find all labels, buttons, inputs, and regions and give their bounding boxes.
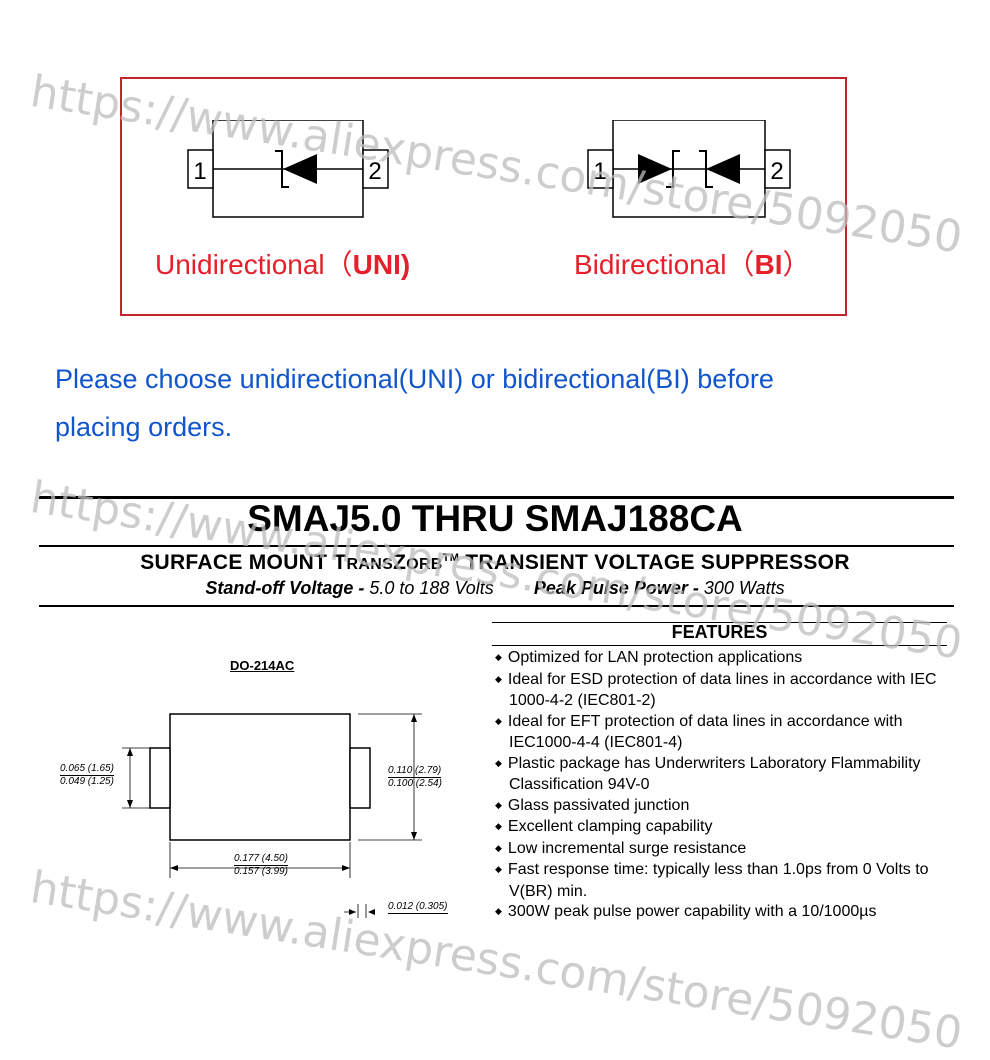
package-outline-drawing [122,713,422,918]
body-width-dim: 0.110 (2.79)0.100 (2.54) [388,765,442,789]
header-rule-top [39,496,954,499]
feature-item: Fast response time: typically less than … [495,860,955,902]
pin-1-label: 1 [593,158,606,185]
diode-triangle-icon [283,154,317,184]
lead-right [349,747,371,809]
pin-1-label: 1 [193,158,206,185]
feature-item: Ideal for EFT protection of data lines i… [495,712,955,754]
feature-item: Glass passivated junction [495,796,955,818]
datasheet-ratings-line: Stand-off Voltage - 5.0 to 188 Volts Pea… [205,578,785,598]
header-rule-mid [39,545,954,547]
package-name: DO-214AC [230,658,295,673]
feature-item: Excellent clamping capability [495,817,955,839]
feature-item: 300W peak pulse power capability with a … [495,902,955,924]
unidirectional-tvs-symbol: 1 2 [187,120,389,218]
lead-thickness-dim: 0.012 (0.305) [388,901,448,914]
datasheet-title: SMAJ5.0 THRU SMAJ188CA [247,498,743,539]
feature-item: Plastic package has Underwriters Laborat… [495,754,955,796]
zener-bar-right-icon [699,150,713,188]
features-list: Optimized for LAN protection application… [495,648,955,924]
features-heading: FEATURES [671,622,768,642]
body-length-dim: 0.177 (4.50)0.157 (3.99) [234,853,288,877]
unidirectional-label: Unidirectional（UNI) [155,249,411,280]
lead-height-dim: 0.065 (1.65)0.049 (1.25) [60,763,114,787]
datasheet-subtitle: SURFACE MOUNT TRANSZORBTM TRANSIENT VOLT… [140,551,850,574]
feature-item: Optimized for LAN protection application… [495,648,955,670]
pin-2-label: 2 [770,158,783,185]
pin-2-box [764,149,791,189]
header-rule-bottom [39,605,954,607]
bidirectional-tvs-symbol: 1 2 [587,120,791,218]
polarity-selection-box: 1 2 Unidirectional（UNI) 1 2 Bidirectiona… [120,77,847,316]
pin-2-label: 2 [368,158,381,185]
zener-bar-icon [275,150,289,188]
zener-bar-left-icon [666,150,680,188]
diode-left-triangle-icon [638,154,672,184]
pin-1-box [187,149,214,189]
feature-item: Low incremental surge resistance [495,839,955,861]
package-body [169,713,351,841]
pin-2-box [362,149,389,189]
features-rule-top [492,622,947,623]
order-notice-line-2: placing orders. [55,412,233,442]
bidirectional-label: Bidirectional（BI） [574,249,811,280]
diode-right-triangle-icon [706,154,740,184]
feature-item: Ideal for ESD protection of data lines i… [495,670,955,712]
features-rule-bottom [492,645,947,646]
lead-left [149,747,171,809]
order-notice-line-1: Please choose unidirectional(UNI) or bid… [55,364,774,394]
